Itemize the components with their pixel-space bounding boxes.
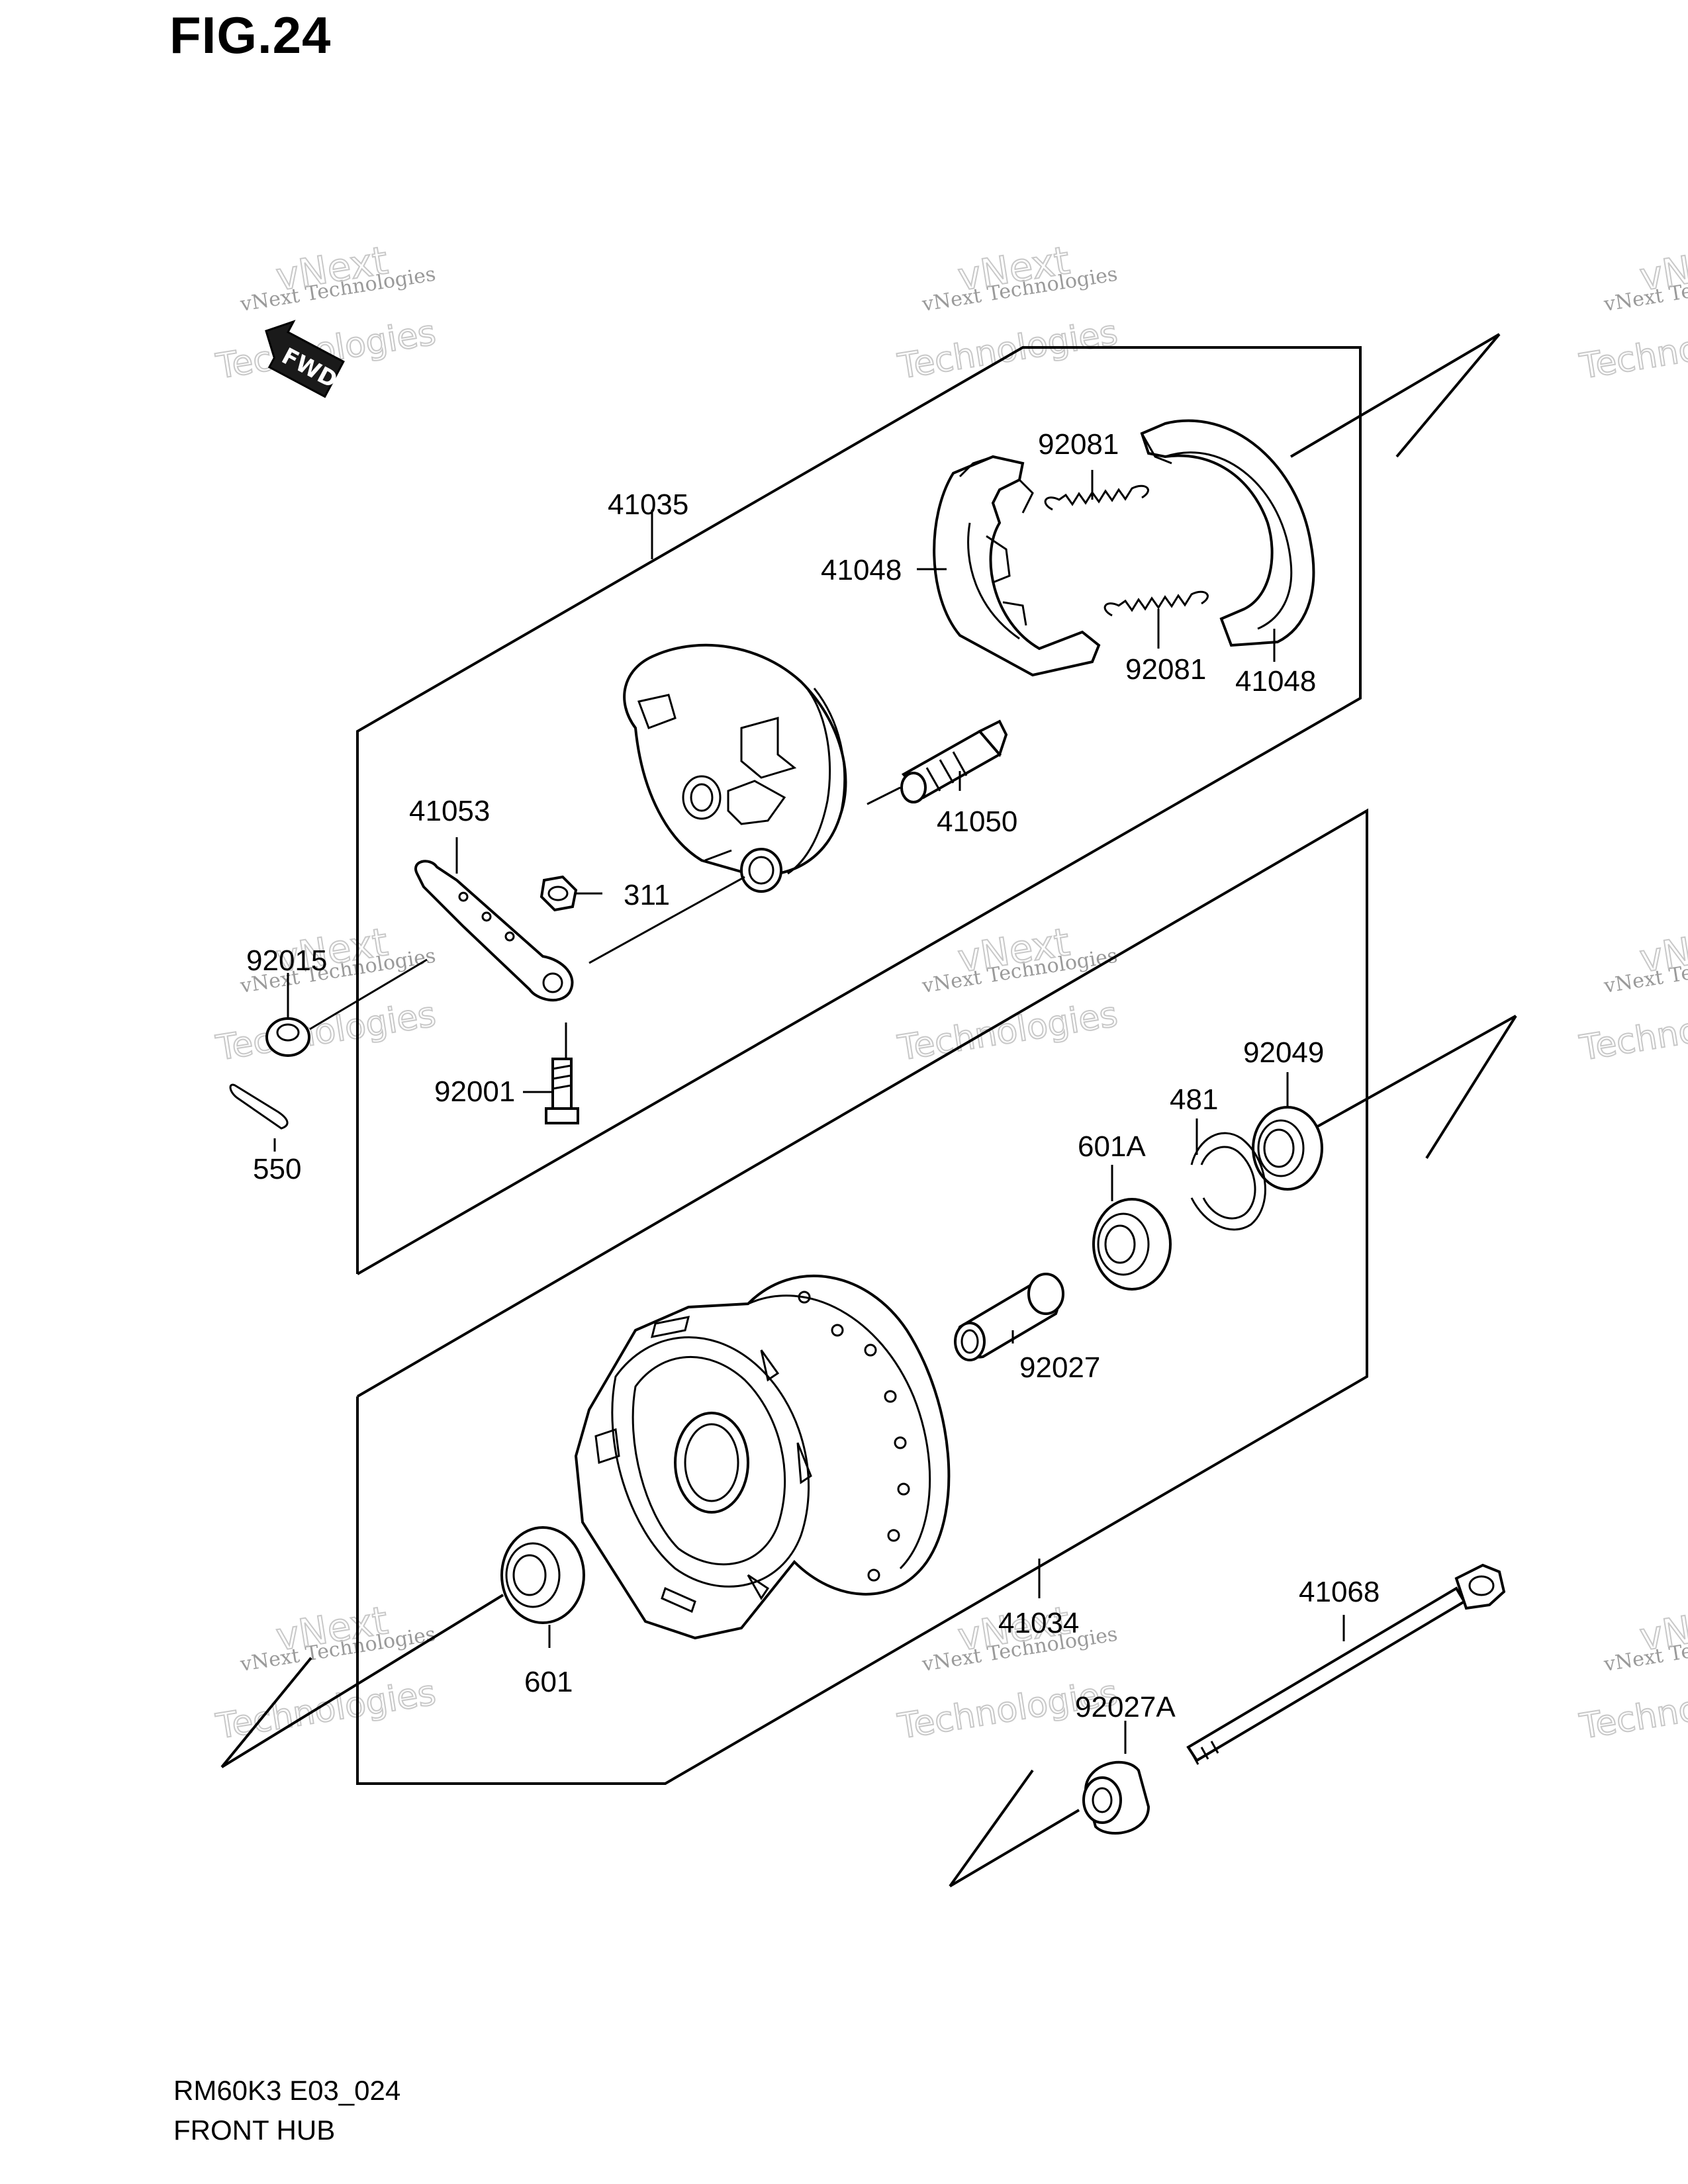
callout-41035: 41035 xyxy=(608,488,688,521)
circlip xyxy=(1190,1132,1266,1231)
callout-92081-lower: 92081 xyxy=(1125,653,1206,686)
spring-lower xyxy=(1103,590,1209,617)
callout-601: 601 xyxy=(524,1666,573,1698)
callout-92015: 92015 xyxy=(246,944,327,977)
wheel-hub xyxy=(574,1274,951,1640)
watermark-text: Technologies xyxy=(895,995,1120,1069)
callout-92081-upper: 92081 xyxy=(1038,428,1119,461)
figure-title: FIG.24 xyxy=(169,6,332,64)
axle-centerline-lower xyxy=(1313,1015,1517,1160)
spacer-collar xyxy=(954,1273,1064,1361)
hub-assembly-outline xyxy=(356,808,1368,1785)
cotter-pin xyxy=(229,1083,289,1130)
watermark-text: vNext xyxy=(1636,1598,1688,1660)
callout-labels: 41035 92081 41048 92081 41048 41050 4105… xyxy=(246,428,1380,1723)
watermark-text: Technologies xyxy=(1577,1673,1688,1747)
bearing-right xyxy=(1092,1198,1172,1291)
bolt xyxy=(545,1058,579,1124)
watermark-text: vNext xyxy=(1636,919,1688,981)
axle-centerline-upper xyxy=(1289,333,1501,458)
callout-311: 311 xyxy=(624,879,670,911)
brake-arm xyxy=(414,860,574,1002)
watermark-text: Technologies xyxy=(895,313,1120,387)
castle-nut xyxy=(265,1017,310,1057)
front-axle xyxy=(1186,1563,1506,1765)
brake-shoe-right xyxy=(1140,419,1315,647)
brake-panel-assembly-outline xyxy=(356,346,1362,1275)
callout-41048-right: 41048 xyxy=(1235,665,1316,698)
watermark-text: Technologies xyxy=(1577,313,1688,387)
callout-92027a: 92027A xyxy=(1075,1691,1176,1723)
callout-41053: 41053 xyxy=(409,795,490,827)
nut xyxy=(539,875,578,912)
upper-leader-lines xyxy=(273,470,1276,1152)
spacer-left xyxy=(1082,1760,1150,1835)
callout-41050: 41050 xyxy=(937,805,1017,838)
brake-panel xyxy=(623,643,847,893)
axle-centerline-bottom xyxy=(949,1769,1080,1888)
watermark-text: Technologies xyxy=(213,995,438,1069)
axle-centerline-left xyxy=(220,1594,504,1768)
callout-41034: 41034 xyxy=(998,1607,1079,1639)
callout-481: 481 xyxy=(1170,1083,1218,1116)
bearing-left xyxy=(500,1526,585,1624)
drawing-name: FRONT HUB xyxy=(173,2115,336,2146)
callout-92049: 92049 xyxy=(1243,1036,1324,1069)
callout-550: 550 xyxy=(253,1153,301,1185)
callout-92027: 92027 xyxy=(1019,1351,1100,1384)
watermark-text: Technologies xyxy=(1577,995,1688,1069)
callout-601a: 601A xyxy=(1078,1130,1146,1163)
callout-41048-left: 41048 xyxy=(821,554,902,586)
brake-shoe-left xyxy=(933,455,1101,677)
lower-leader-lines xyxy=(548,1072,1345,1754)
watermark-text: vNext xyxy=(1636,238,1688,300)
brake-cam xyxy=(900,719,1008,803)
callout-92001: 92001 xyxy=(434,1075,515,1108)
drawing-code: RM60K3 E03_024 xyxy=(173,2075,401,2106)
spring-upper xyxy=(1044,484,1149,511)
callout-41068: 41068 xyxy=(1299,1576,1380,1608)
